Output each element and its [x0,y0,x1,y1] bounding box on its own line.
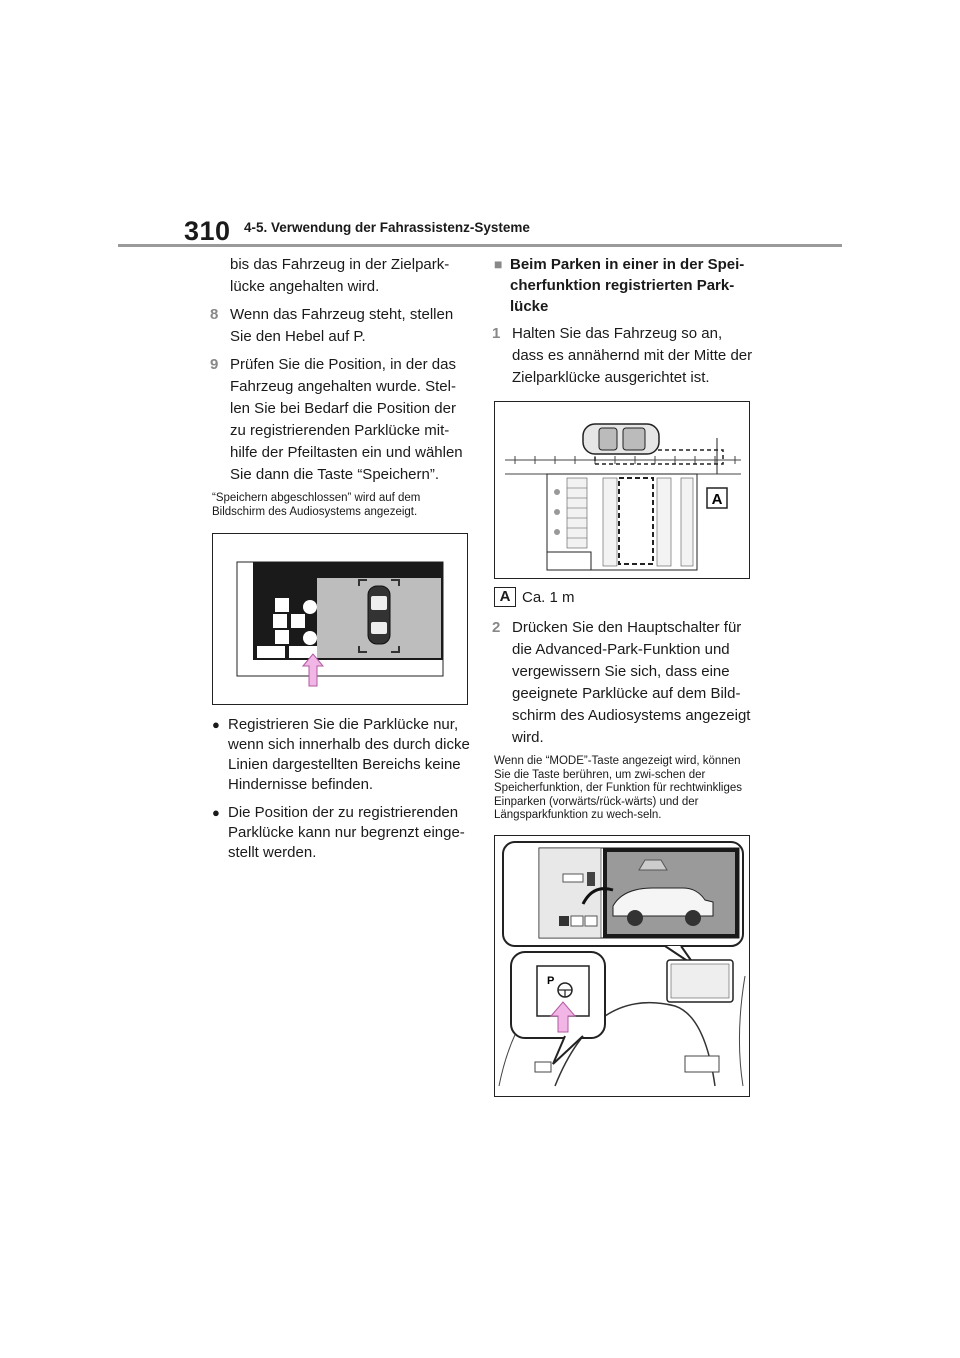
intro-text: bis das Fahrzeug in der Zielpark-lücke a… [230,256,450,295]
right-column: ■ Beim Parken in einer in der Spei-cherf… [492,254,756,1097]
section-heading: ■ Beim Parken in einer in der Spei-cherf… [494,254,756,317]
bullet-icon: ● [212,805,220,820]
note-mode: Wenn die “MODE”-Taste angezeigt wird, kö… [494,755,743,821]
caption-badge: A [494,587,516,607]
figure-dashboard: P [494,834,750,1097]
parking-lot-illustration: A [505,423,741,571]
step-8: 8 Wenn das Fahrzeug steht, stellen Sie d… [210,304,474,348]
figure-parking-lot: A [494,401,750,579]
step-9: 9 Prüfen Sie die Position, in der das Fa… [210,354,474,486]
header-rule [118,244,842,247]
section-title: 4-5. Verwendung der Fahrassistenz-System… [244,220,530,235]
bullet-item: ● Registrieren Sie die Parklücke nur, we… [212,715,474,795]
step-number: 1 [492,325,501,342]
car-icon [367,585,391,645]
left-column: bis das Fahrzeug in der Zielpark-lücke a… [210,254,474,871]
step-text: Halten Sie das Fahrzeug so an, dass es a… [512,325,753,386]
parking-screen-illustration [236,561,444,687]
car-icon [582,423,660,455]
step-number: 2 [492,619,501,636]
bullet-icon: ● [212,717,220,732]
heading-square-icon: ■ [494,256,503,272]
step-2: 2 Drücken Sie den Hauptschalter für die … [492,617,756,749]
pointer-arrow-icon [549,1000,577,1032]
step-number: 9 [210,356,219,373]
caption-text: Ca. 1 m [522,588,575,606]
figure-caption: A Ca. 1 m [494,587,756,607]
pointer-arrow-icon [301,653,325,687]
heading-text: Beim Parken in einer in der Spei-cherfun… [510,256,745,315]
page-number: 310 [184,216,231,246]
steering-wheel-icon [557,981,573,998]
step-text: Prüfen Sie die Position, in der das Fahr… [230,356,463,483]
park-button-label: P [547,975,554,987]
bullet-text: Die Position der zu registrierenden Park… [228,804,465,861]
bullet-text: Registrieren Sie die Parklücke nur, wenn… [228,716,470,793]
bullet-item: ● Die Position der zu registrierenden Pa… [212,803,474,863]
note-saved: “Speichern abgeschlossen” wird auf dem B… [212,492,421,518]
step-1: 1 Halten Sie das Fahrzeug so an, dass es… [492,323,756,389]
figure-parking-screen [212,533,468,705]
step-text: Wenn das Fahrzeug steht, stellen Sie den… [230,306,454,345]
step-text: Drücken Sie den Hauptschalter für die Ad… [512,619,751,746]
step-number: 8 [210,306,219,323]
dashboard-illustration: P [498,840,746,1086]
arrow-keys [273,598,317,645]
figure-label-a: A [712,491,723,508]
